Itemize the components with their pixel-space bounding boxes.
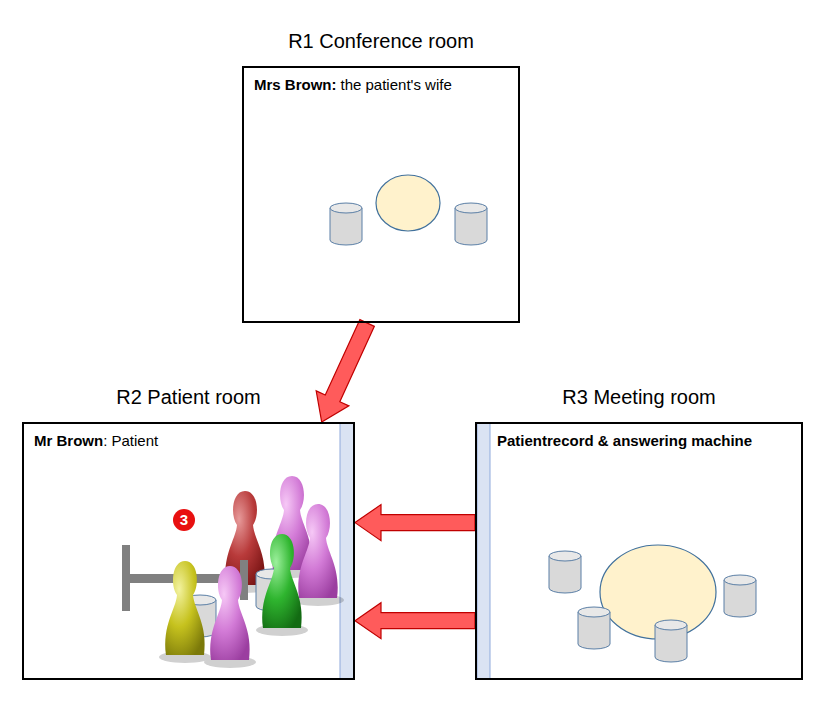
room-text: Mr Brown <box>34 432 103 449</box>
conference-furniture <box>330 175 487 245</box>
room-occupant: Mrs Brown:the patient's wife <box>244 68 462 101</box>
room-title: R1 Conference room <box>204 30 558 53</box>
room-text: the patient's wife <box>341 76 452 93</box>
door-band <box>477 423 490 679</box>
room-occupant: Mr Brown: Patient <box>24 424 168 457</box>
flow-arrow <box>355 505 475 541</box>
flow-arrow <box>316 320 374 422</box>
room-occupant: Patientrecord & answering machine <box>477 424 762 457</box>
room-title: R2 Patient room <box>0 386 393 409</box>
meeting-furniture <box>549 545 756 662</box>
room-title: R3 Meeting room <box>437 386 820 409</box>
room-box: R3 Meeting roomPatientrecord & answering… <box>475 422 803 680</box>
room-text: Patientrecord & answering machine <box>497 432 752 449</box>
callout-circle <box>173 509 195 531</box>
room-text: Mrs Brown: <box>254 76 337 93</box>
room-box: R2 Patient roomMr Brown: Patient <box>22 422 355 680</box>
patient-scene <box>122 476 344 668</box>
door-band <box>340 423 354 679</box>
room-text: : Patient <box>103 432 158 449</box>
flow-arrow <box>355 603 475 639</box>
callout-number: 3 <box>173 509 195 531</box>
room-box: R1 Conference roomMrs Brown:the patient'… <box>242 66 520 323</box>
